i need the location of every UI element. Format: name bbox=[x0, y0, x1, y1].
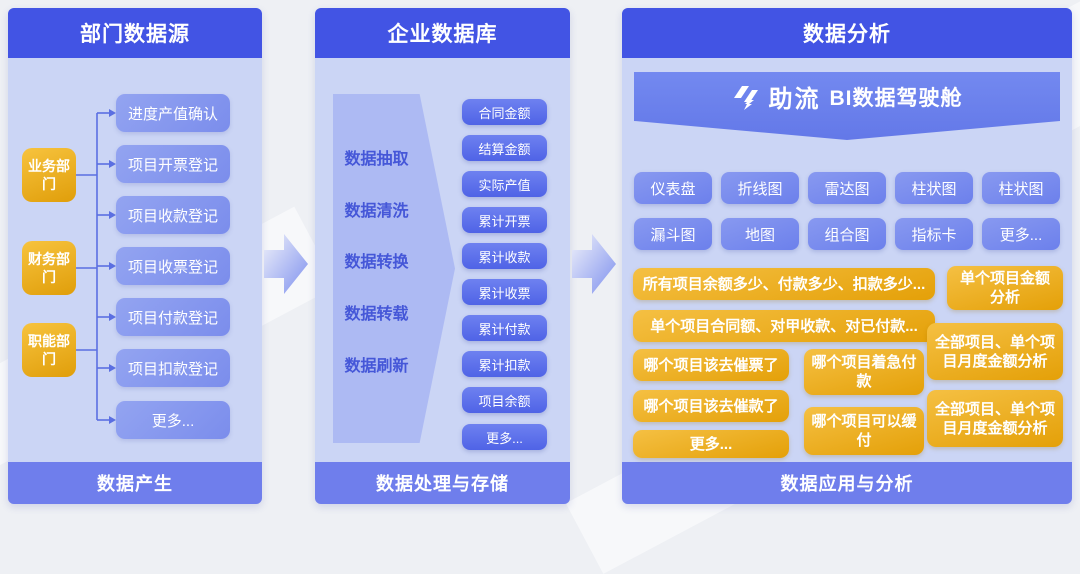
analysis-question-box-more: 更多... bbox=[633, 430, 789, 458]
data-source-item: 进度产值确认 bbox=[116, 94, 230, 132]
department-box: 业务部门 bbox=[22, 148, 76, 202]
panel-header: 数据分析 bbox=[622, 8, 1072, 58]
etl-step: 数据转载 bbox=[344, 306, 409, 323]
bi-dashboard-banner: 助流 BI数据驾驶舱 bbox=[634, 72, 1060, 140]
chart-type-pill: 组合图 bbox=[808, 218, 886, 250]
panel-body: 数据抽取 数据清洗 数据转换 数据转载 数据刷新 合同金额 结算金额 实际产值 … bbox=[315, 58, 570, 462]
panel-title: 企业数据库 bbox=[387, 23, 498, 46]
connector-lines bbox=[76, 109, 116, 424]
metric-pill: 累计扣款 bbox=[462, 351, 547, 377]
chart-type-pill: 折线图 bbox=[721, 172, 799, 204]
department-box: 职能部门 bbox=[22, 323, 76, 377]
chart-type-pill: 指标卡 bbox=[895, 218, 973, 250]
chart-type-pill: 地图 bbox=[721, 218, 799, 250]
etl-step: 数据刷新 bbox=[344, 358, 409, 375]
data-source-item: 项目收票登记 bbox=[116, 247, 230, 285]
panel-footer-label: 数据处理与存储 bbox=[376, 474, 509, 494]
data-source-item: 项目开票登记 bbox=[116, 145, 230, 183]
metric-pill: 累计收款 bbox=[462, 243, 547, 269]
chart-type-row: 仪表盘 折线图 雷达图 柱状图 柱状图 bbox=[634, 172, 1060, 204]
metric-pill: 结算金额 bbox=[462, 135, 547, 161]
analysis-question-box: 单个项目金额分析 bbox=[947, 266, 1063, 310]
analysis-question-box: 单个项目合同额、对甲收款、对已付款... bbox=[633, 310, 935, 342]
department-box: 财务部门 bbox=[22, 241, 76, 295]
panel-footer: 数据产生 bbox=[8, 462, 262, 504]
panel-body: 助流 BI数据驾驶舱 仪表盘 折线图 雷达图 柱状图 柱状图 漏斗图 地图 组合… bbox=[622, 58, 1072, 462]
analysis-question-box: 所有项目余额多少、付款多少、扣款多少... bbox=[633, 268, 935, 300]
panel-enterprise-database: 企业数据库 数据抽取 数据清洗 数据转换 数据转载 数据刷新 合同金额 结算金额… bbox=[315, 8, 570, 504]
panel-footer-label: 数据应用与分析 bbox=[780, 474, 914, 494]
panel-header: 企业数据库 bbox=[315, 8, 570, 58]
chart-type-pill-more: 更多... bbox=[982, 218, 1060, 250]
panel-body: 业务部门 财务部门 职能部门 进度产值确认 项目开票登记 项目收款登记 项目收票… bbox=[8, 58, 262, 462]
chart-type-pill: 柱状图 bbox=[982, 172, 1060, 204]
brand-name: 助流 bbox=[768, 86, 821, 113]
panel-title: 数据分析 bbox=[803, 23, 891, 46]
metric-pill-more: 更多... bbox=[462, 424, 547, 450]
panel-title: 部门数据源 bbox=[80, 23, 190, 46]
analysis-question-box: 哪个项目该去催款了 bbox=[633, 390, 789, 422]
analysis-question-box: 全部项目、单个项目月度金额分析 bbox=[927, 390, 1063, 447]
chart-type-pill: 漏斗图 bbox=[634, 218, 712, 250]
analysis-question-box: 全部项目、单个项目月度金额分析 bbox=[927, 323, 1063, 380]
metric-pill: 累计收票 bbox=[462, 279, 547, 305]
etl-step: 数据转换 bbox=[344, 254, 409, 271]
analysis-question-box: 哪个项目该去催票了 bbox=[633, 349, 789, 381]
panel-data-analysis: 数据分析 助流 BI数据驾驶舱 仪表盘 折线图 雷达图 柱状图 柱状图 漏斗图 … bbox=[622, 8, 1072, 504]
analysis-question-box: 哪个项目可以缓付 bbox=[804, 407, 924, 455]
zhuliu-logo-icon bbox=[733, 85, 758, 110]
metric-pill: 实际产值 bbox=[462, 171, 547, 197]
metric-pill: 累计开票 bbox=[462, 207, 547, 233]
data-source-item: 项目扣款登记 bbox=[116, 349, 230, 387]
panel-footer-label: 数据产生 bbox=[97, 474, 173, 494]
data-source-item-more: 更多... bbox=[116, 401, 230, 439]
chart-type-pill: 雷达图 bbox=[808, 172, 886, 204]
chart-type-row: 漏斗图 地图 组合图 指标卡 更多... bbox=[634, 218, 1060, 250]
data-source-item: 项目收款登记 bbox=[116, 196, 230, 234]
metric-pill: 累计付款 bbox=[462, 315, 547, 341]
etl-step: 数据抽取 bbox=[344, 151, 409, 168]
metric-pill: 合同金额 bbox=[462, 99, 547, 125]
etl-step: 数据清洗 bbox=[344, 203, 409, 220]
panel-footer: 数据处理与存储 bbox=[315, 462, 570, 504]
panel-footer: 数据应用与分析 bbox=[622, 462, 1072, 504]
flow-arrow-icon bbox=[264, 234, 308, 294]
flow-arrow-icon bbox=[572, 234, 616, 294]
data-source-item: 项目付款登记 bbox=[116, 298, 230, 336]
analysis-question-box: 哪个项目着急付款 bbox=[804, 349, 924, 395]
chart-type-pill: 仪表盘 bbox=[634, 172, 712, 204]
panel-header: 部门数据源 bbox=[8, 8, 262, 58]
metric-pill: 项目余额 bbox=[462, 387, 547, 413]
panel-department-data-sources: 部门数据源 bbox=[8, 8, 262, 504]
chart-type-pill: 柱状图 bbox=[895, 172, 973, 204]
banner-title: BI数据驾驶舱 bbox=[829, 86, 963, 110]
